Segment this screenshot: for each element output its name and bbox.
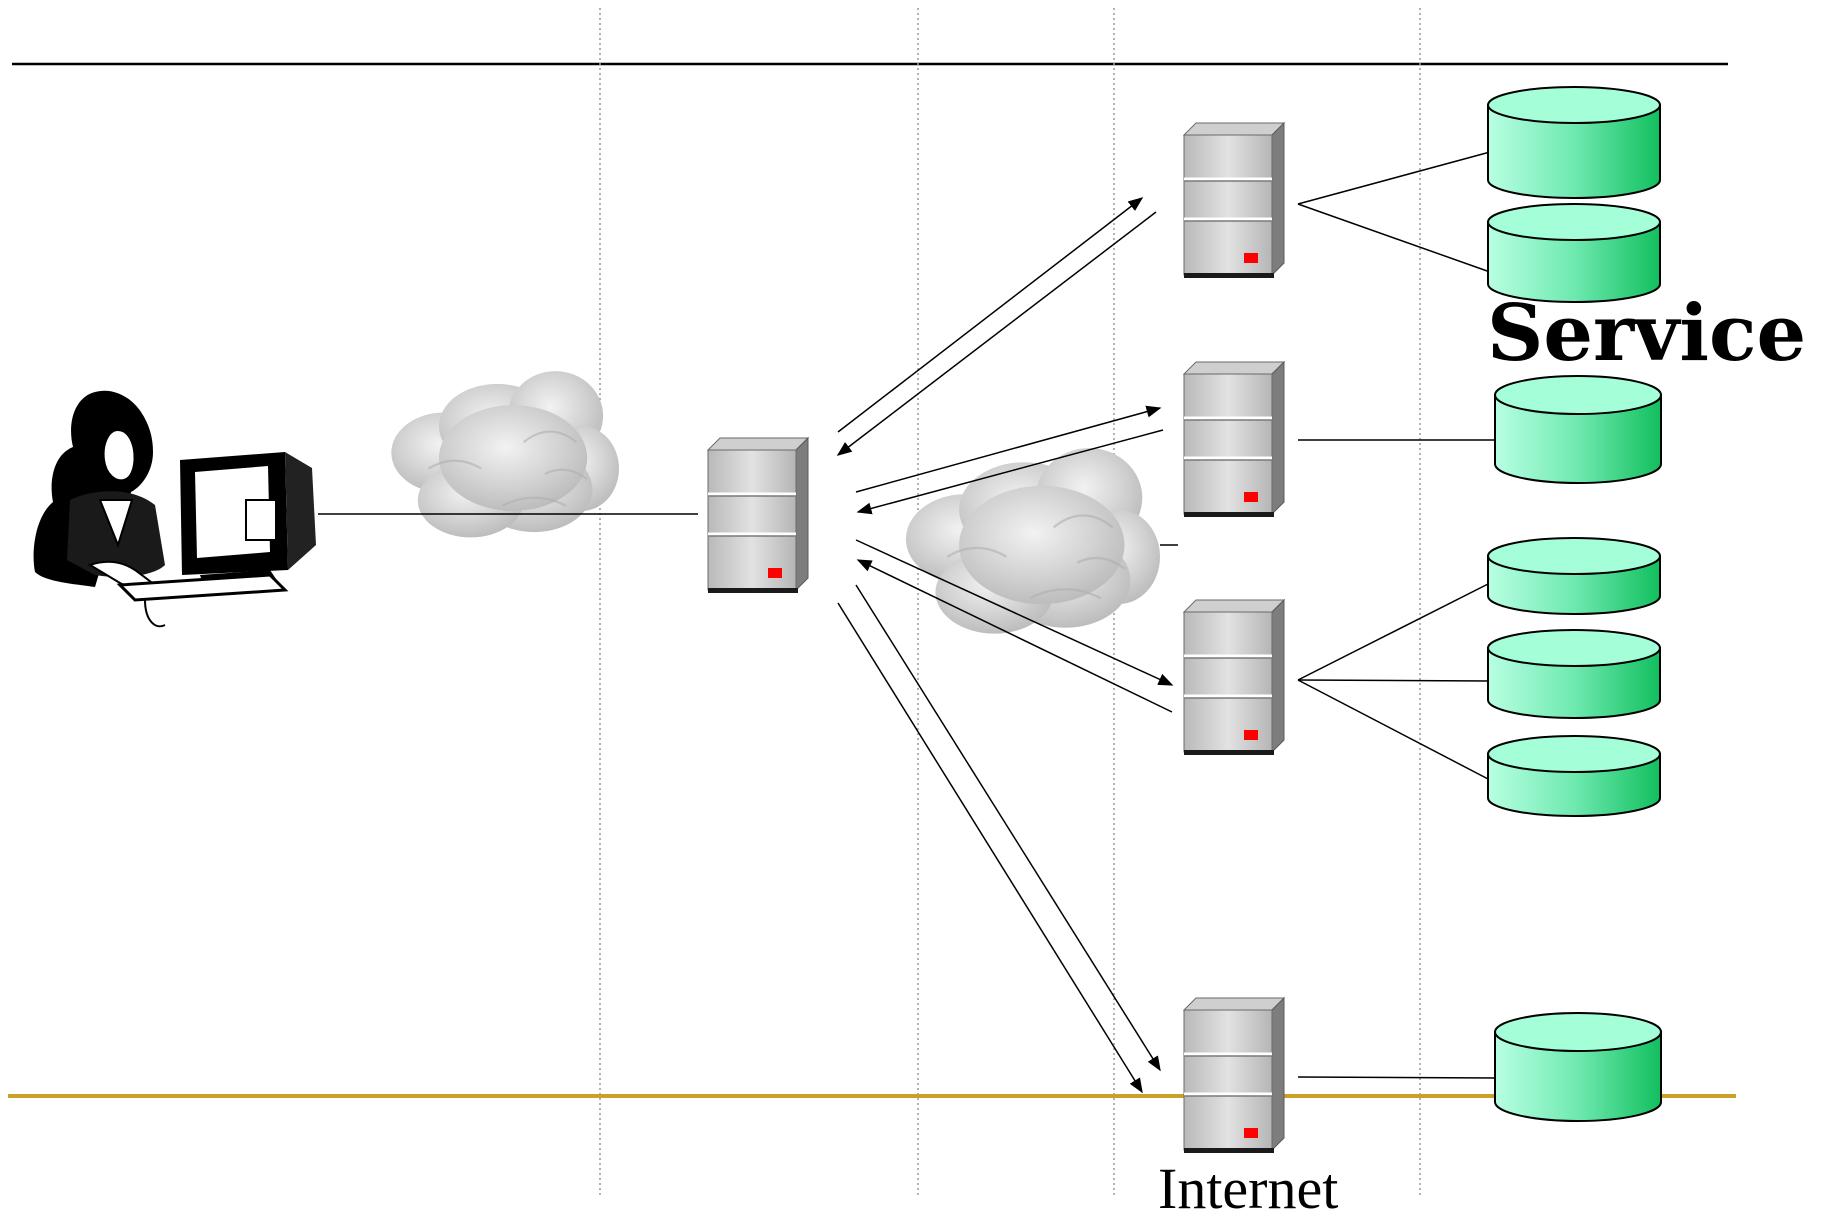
response-arrow (837, 602, 1143, 1094)
user-at-computer-icon (33, 390, 316, 628)
request-arrow (855, 539, 1174, 686)
service-provider-label: Service Pr (1487, 288, 1830, 379)
network-cloud-icon (390, 370, 621, 539)
internet-server-icon (1182, 996, 1286, 1155)
server-db-link (1297, 1076, 1498, 1079)
server-db-link (1297, 203, 1491, 273)
request-arrow (855, 405, 1162, 493)
network-cloud-icon (904, 446, 1162, 635)
database-icon (1487, 629, 1661, 719)
gateway-server-icon (706, 436, 810, 595)
database-icon (1487, 537, 1661, 615)
server-db-link (1297, 679, 1491, 682)
response-arrow (836, 211, 1157, 456)
response-arrow (856, 429, 1164, 515)
response-arrow (856, 559, 1173, 713)
server-db-link (1297, 151, 1491, 205)
database-icon (1487, 86, 1661, 199)
database-icon (1487, 735, 1661, 817)
internet-label: Internet (1158, 1156, 1338, 1214)
server-db-link (1297, 582, 1491, 681)
server-icon (1182, 360, 1286, 519)
server-db-link (1297, 679, 1491, 781)
request-arrow (837, 197, 1144, 433)
request-arrow (855, 584, 1161, 1072)
database-icon (1494, 1012, 1662, 1122)
server-icon (1182, 121, 1286, 280)
database-icon (1487, 203, 1661, 303)
server-icon (1182, 598, 1286, 757)
database-icon (1494, 375, 1662, 484)
